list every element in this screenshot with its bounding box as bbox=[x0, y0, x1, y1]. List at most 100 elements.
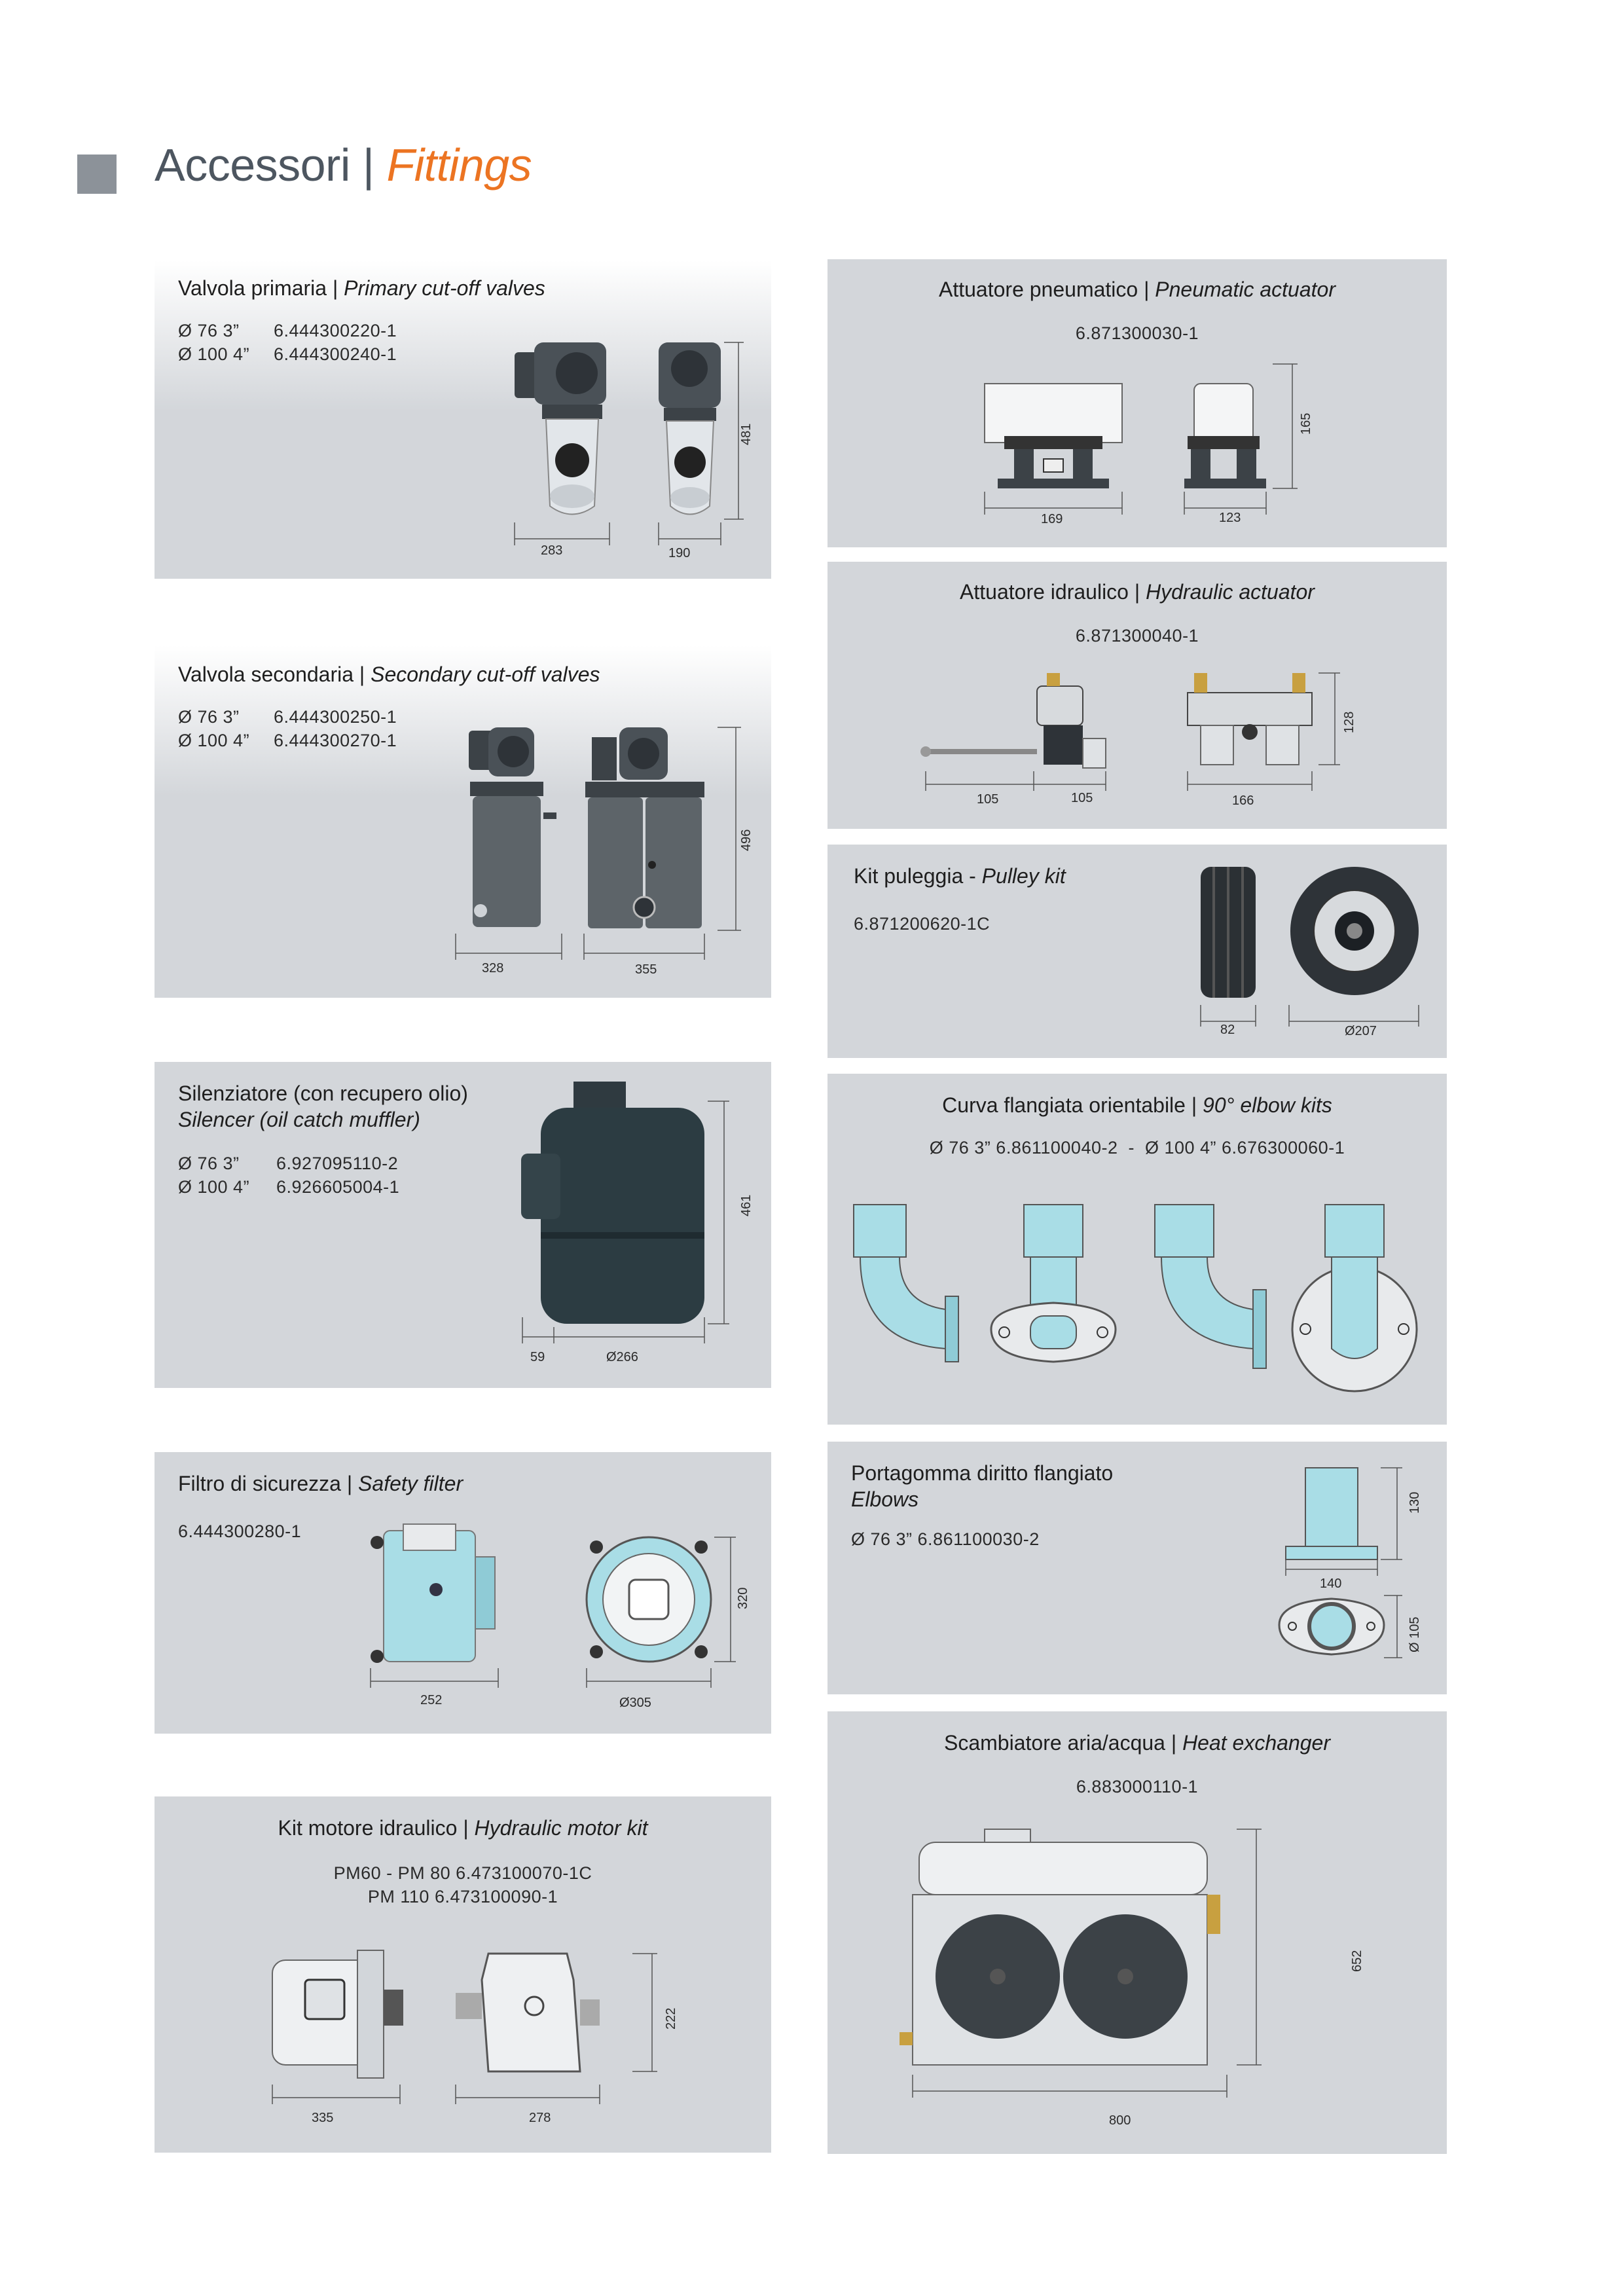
title-it: Attuatore pneumatico | bbox=[939, 278, 1155, 301]
title-it: Attuatore idraulico | bbox=[960, 580, 1146, 604]
panel-safety-filter: Filtro di sicurezza | Safety filter 6.44… bbox=[155, 1452, 771, 1734]
panel-title-it: Silenziatore (con recupero olio) bbox=[178, 1082, 468, 1105]
silencer-illustration bbox=[521, 1082, 729, 1343]
panel-secondary-valves: Valvola secondaria | Secondary cut-off v… bbox=[155, 646, 771, 998]
secondary-valve-illustration bbox=[455, 727, 741, 960]
panel-silencer: Silenziatore (con recupero olio) Silence… bbox=[155, 1062, 771, 1388]
pulley-illustration bbox=[1200, 867, 1419, 1027]
row-2: Ø 100 4” 6.926605004-1 bbox=[178, 1177, 399, 1197]
title-it: Kit motore idraulico | bbox=[278, 1816, 475, 1840]
panel-hydraulic-actuator: Attuatore idraulico | Hydraulic actuator… bbox=[827, 562, 1447, 829]
dim-width-2: 123 bbox=[1219, 511, 1241, 525]
dim-height: 481 bbox=[739, 423, 754, 445]
header-square-icon bbox=[77, 155, 117, 194]
safety-filter-illustration bbox=[370, 1523, 736, 1688]
panel-title: Attuatore pneumatico | Pneumatic actuato… bbox=[827, 278, 1447, 302]
dim-width-2: 355 bbox=[635, 962, 657, 977]
row-code: 6.444300240-1 bbox=[274, 344, 397, 364]
title-en: Pulley kit bbox=[981, 864, 1066, 888]
row-size: Ø 100 4” bbox=[178, 1177, 250, 1197]
title-it: Valvola secondaria | bbox=[178, 663, 371, 686]
panel-pulley-kit: Kit puleggia - Pulley kit 6.871200620-1C… bbox=[827, 845, 1447, 1058]
panel-title-en: Silencer (oil catch muffler) bbox=[178, 1108, 420, 1131]
dim-width-1: 105 bbox=[977, 792, 999, 807]
dim-height: 222 bbox=[664, 2007, 678, 2030]
panel-title: Valvola primaria | Primary cut-off valve… bbox=[178, 276, 545, 301]
code-line-2: PM 110 6.473100090-1 bbox=[367, 1887, 558, 1906]
dim-height: 128 bbox=[1342, 711, 1356, 733]
panel-hydraulic-motor: Kit motore idraulico | Hydraulic motor k… bbox=[155, 1796, 771, 2153]
product-code: 6.883000110-1 bbox=[1076, 1777, 1199, 1796]
title-en: Hydraulic motor kit bbox=[474, 1816, 648, 1840]
product-code: 6.871200620-1C bbox=[854, 914, 991, 934]
dim-width: 140 bbox=[1320, 1576, 1342, 1591]
pneumatic-actuator-illustration bbox=[984, 363, 1298, 515]
panel-elbow-kits: Curva flangiata orientabile | 90° elbow … bbox=[827, 1074, 1447, 1425]
dim-width-1: 169 bbox=[1041, 512, 1063, 526]
row-1: Ø 76 3” 6.444300250-1 bbox=[178, 707, 397, 727]
panel-title: Valvola secondaria | Secondary cut-off v… bbox=[178, 663, 600, 687]
dim-height: 461 bbox=[739, 1194, 754, 1216]
title-it: Filtro di sicurezza | bbox=[178, 1472, 359, 1495]
product-codes: Ø 76 3” 6.861100040-2 - Ø 100 4” 6.67630… bbox=[929, 1138, 1345, 1157]
title-en: Safety filter bbox=[358, 1472, 464, 1495]
dim-height: 652 bbox=[1350, 1950, 1364, 1972]
dim-width-2: Ø266 bbox=[606, 1350, 638, 1364]
row-1: Ø 76 3” 6.444300220-1 bbox=[178, 321, 397, 341]
panel-title: Kit motore idraulico | Hydraulic motor k… bbox=[155, 1816, 771, 1840]
panel-title: Curva flangiata orientabile | 90° elbow … bbox=[827, 1093, 1447, 1118]
dim-width-2: Ø207 bbox=[1345, 1024, 1377, 1038]
row-2: Ø 100 4” 6.444300240-1 bbox=[178, 344, 397, 365]
dim-width-1: 82 bbox=[1220, 1023, 1235, 1037]
panel-title: Filtro di sicurezza | Safety filter bbox=[178, 1472, 463, 1496]
row-size: Ø 100 4” bbox=[178, 731, 250, 750]
row-size: Ø 76 3” bbox=[178, 321, 240, 340]
row-code: 6.444300250-1 bbox=[274, 707, 397, 727]
row-1: Ø 76 3” 6.927095110-2 bbox=[178, 1154, 398, 1174]
row-size: Ø 76 3” bbox=[178, 707, 240, 727]
panel-title: Kit puleggia - Pulley kit bbox=[854, 864, 1066, 888]
title-en: Pneumatic actuator bbox=[1155, 278, 1336, 301]
panel-title: Attuatore idraulico | Hydraulic actuator bbox=[827, 580, 1447, 604]
dim-width-1: 335 bbox=[312, 2111, 334, 2125]
title-it: Curva flangiata orientabile | bbox=[942, 1093, 1203, 1117]
product-code: 6.871300040-1 bbox=[1075, 626, 1199, 646]
row-code: 6.444300220-1 bbox=[274, 321, 397, 340]
panel-heat-exchanger: Scambiatore aria/acqua | Heat exchanger … bbox=[827, 1711, 1447, 2154]
dim-height: 320 bbox=[736, 1587, 750, 1609]
elbow-kits-illustration bbox=[853, 1204, 1418, 1393]
panel-title-en: Elbows bbox=[851, 1487, 919, 1511]
panel-hose-fitting: Portagomma diritto flangiato Elbows Ø 76… bbox=[827, 1442, 1447, 1694]
dim-width-2: Ø305 bbox=[619, 1696, 651, 1710]
heat-exchanger-illustration bbox=[900, 1829, 1262, 2098]
dim-width-1: 283 bbox=[541, 543, 563, 558]
row-size: Ø 76 3” bbox=[178, 1154, 240, 1173]
dim-width-2: 190 bbox=[668, 546, 691, 560]
title-en: Heat exchanger bbox=[1182, 1731, 1330, 1755]
dim-height-2: Ø 105 bbox=[1408, 1616, 1422, 1652]
row-2: Ø 100 4” 6.444300270-1 bbox=[178, 731, 397, 751]
dim-width-1: 328 bbox=[482, 961, 504, 975]
product-code: 6.444300280-1 bbox=[178, 1522, 302, 1541]
product-code: 6.871300030-1 bbox=[1075, 323, 1199, 343]
title-en: Primary cut-off valves bbox=[344, 276, 545, 300]
product-code: Ø 76 3” 6.861100030-2 bbox=[851, 1529, 1040, 1549]
dim-width-1: 59 bbox=[530, 1350, 545, 1364]
hydraulic-motor-illustration bbox=[272, 1950, 657, 2104]
dim-height: 496 bbox=[739, 829, 754, 851]
title-en: 90° elbow kits bbox=[1203, 1093, 1332, 1117]
row-code: 6.926605004-1 bbox=[276, 1177, 400, 1197]
page-title-en: Fittings bbox=[386, 139, 532, 191]
dim-width-2: 278 bbox=[529, 2111, 551, 2125]
page-title-it: Accessori | bbox=[155, 139, 374, 191]
panel-title: Scambiatore aria/acqua | Heat exchanger bbox=[827, 1731, 1447, 1755]
title-it: Valvola primaria | bbox=[178, 276, 344, 300]
title-en: Hydraulic actuator bbox=[1146, 580, 1315, 604]
panel-title-it: Portagomma diritto flangiato bbox=[851, 1461, 1114, 1485]
title-it: Scambiatore aria/acqua | bbox=[944, 1731, 1183, 1755]
row-code: 6.444300270-1 bbox=[274, 731, 397, 750]
row-code: 6.927095110-2 bbox=[276, 1154, 399, 1173]
dim-height: 165 bbox=[1299, 412, 1313, 435]
row-size: Ø 100 4” bbox=[178, 344, 250, 364]
dim-width-2: 105 bbox=[1071, 791, 1093, 805]
